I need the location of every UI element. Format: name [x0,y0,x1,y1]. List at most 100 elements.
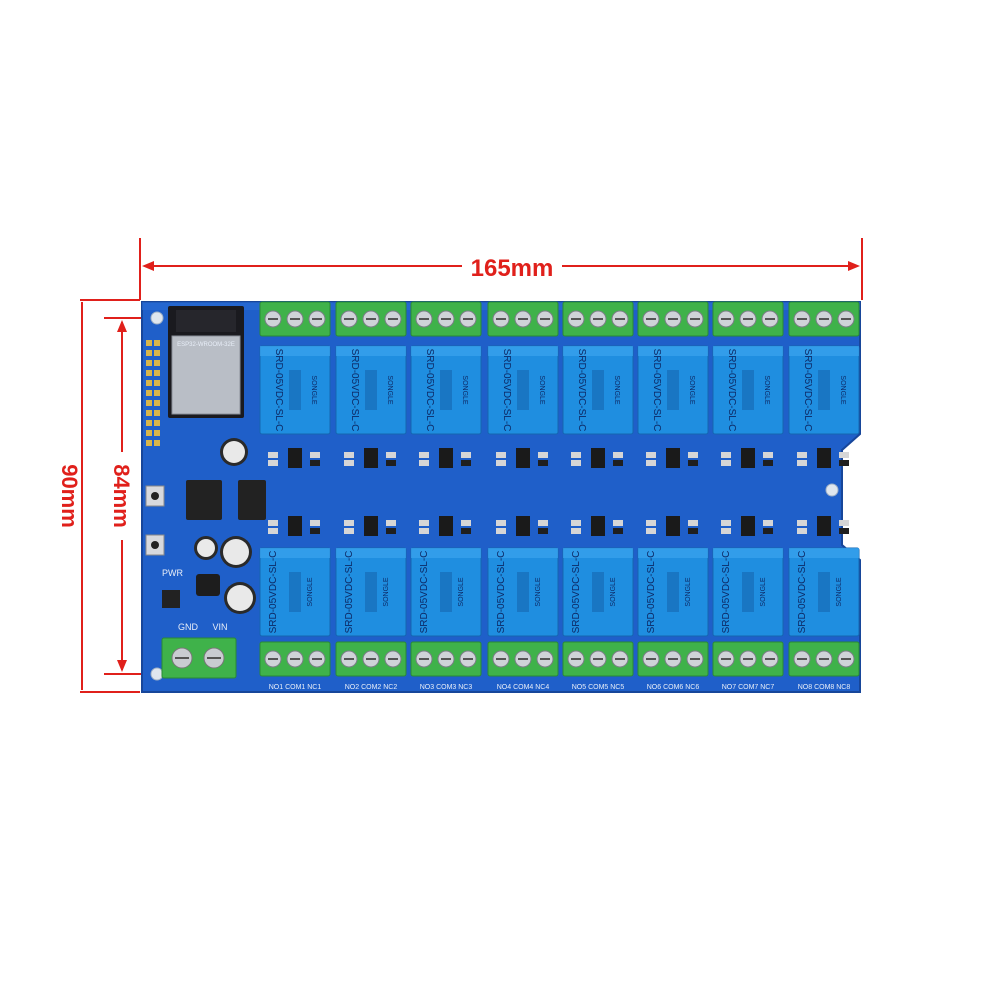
relay-brand-label: SONGLE [535,577,542,607]
driver-block [797,448,849,536]
terminal-row-top [259,301,860,337]
power-label-gnd: GND [178,622,199,632]
screw-terminal [562,641,634,677]
channel-label: NO7 COM7 NC7 [722,684,775,691]
relay-model-label: SRD-05VDC-SL-C [726,349,737,432]
header-pin [154,390,160,396]
header-pin [146,370,152,376]
screw-terminal [487,301,559,337]
header-pin [154,430,160,436]
relay-model-label: SRD-05VDC-SL-C [571,551,582,634]
relay: SRD-05VDC-SL-C SONGLE [259,547,331,637]
screw-terminal [410,301,482,337]
header-pin [146,350,152,356]
relay-model-label: SRD-05VDC-SL-C [802,349,813,432]
pin-header [146,340,160,446]
header-pin [154,370,160,376]
relay: SRD-05VDC-SL-C SONGLE [562,547,634,637]
channel-label: NO2 COM2 NC2 [345,684,398,691]
relay-model-label: SRD-05VDC-SL-C [721,551,732,634]
driver-block [646,448,698,536]
esp32-module: ESP32-WROOM-32E [168,306,244,418]
terminal-row-bottom [259,641,860,677]
header-pin [154,400,160,406]
power-terminal: GND VIN [161,622,237,679]
channel-labels: NO1 COM1 NC1 NO2 COM2 NC2 NO3 COM3 NC3 NO4 … [269,684,851,691]
header-pin [146,430,152,436]
relay: SRD-05VDC-SL-C SONGLE [712,547,784,637]
screw-terminal [259,641,331,677]
width-label: 165mm [471,255,554,282]
relay-board: ESP32-WROOM-32E PWR [141,301,861,693]
header-pin [154,380,160,386]
header-pin [154,360,160,366]
header-pin [146,420,152,426]
relay-brand-label: SONGLE [386,375,393,405]
relay-model-label: SRD-05VDC-SL-C [496,551,507,634]
header-pin [146,340,152,346]
driver-circuitry [268,448,849,536]
relay-model-label: SRD-05VDC-SL-C [268,551,279,634]
relay-brand-label: SONGLE [383,577,390,607]
driver-block [496,448,548,536]
screw-terminal [788,301,860,337]
relay-row-top: SRD-05VDC-SL-C SONGLE SRD-05VDC-SL-C SONGLE… [259,345,860,435]
relay-model-label: SRD-05VDC-SL-C [651,349,662,432]
channel-label: NO3 COM3 NC3 [420,684,473,691]
relay-brand-label: SONGLE [307,577,314,607]
height-outer-label: 90mm [57,464,82,528]
screw-terminal [259,301,331,337]
relay: SRD-05VDC-SL-C SONGLE [487,345,559,435]
mounting-hole [150,311,164,325]
relay-brand-label: SONGLE [310,375,317,405]
screw-terminal [788,641,860,677]
relay: SRD-05VDC-SL-C SONGLE [335,345,407,435]
channel-label: NO1 COM1 NC1 [269,684,322,691]
relay-brand-label: SONGLE [538,375,545,405]
relay-model-label: SRD-05VDC-SL-C [349,349,360,432]
relay-model-label: SRD-05VDC-SL-C [501,349,512,432]
header-pin [146,360,152,366]
channel-label: NO4 COM4 NC4 [497,684,550,691]
screw-terminal [335,641,407,677]
width-dimension: 165mm [139,238,863,300]
driver-block [571,448,623,536]
screw-terminal [637,641,709,677]
screw-terminal [410,641,482,677]
relay: SRD-05VDC-SL-C SONGLE [410,345,482,435]
relay-brand-label: SONGLE [685,577,692,607]
header-pin [146,400,152,406]
relay: SRD-05VDC-SL-C SONGLE [335,547,407,637]
screw-terminal [712,301,784,337]
mounting-hole [825,483,839,497]
relay-model-label: SRD-05VDC-SL-C [576,349,587,432]
relay: SRD-05VDC-SL-C SONGLE [487,547,559,637]
relay-model-label: SRD-05VDC-SL-C [424,349,435,432]
relay-brand-label: SONGLE [461,375,468,405]
esp32-module-label: ESP32-WROOM-32E [177,342,235,348]
height-outer-dimension: 90mm [57,299,140,693]
header-pin [154,440,160,446]
relay-brand-label: SONGLE [610,577,617,607]
header-pin [154,410,160,416]
channel-label: NO6 COM6 NC6 [647,684,700,691]
driver-block [721,448,773,536]
relay-brand-label: SONGLE [688,375,695,405]
pwr-label: PWR [162,568,183,578]
screw-terminal [562,301,634,337]
power-label-vin: VIN [212,622,227,632]
relay-model-label: SRD-05VDC-SL-C [344,551,355,634]
relay-brand-label: SONGLE [760,577,767,607]
channel-label: NO5 COM5 NC5 [572,684,625,691]
driver-block [344,448,396,536]
header-pin [154,420,160,426]
channel-label: NO8 COM8 NC8 [798,684,851,691]
screw-terminal [335,301,407,337]
header-pin [154,350,160,356]
